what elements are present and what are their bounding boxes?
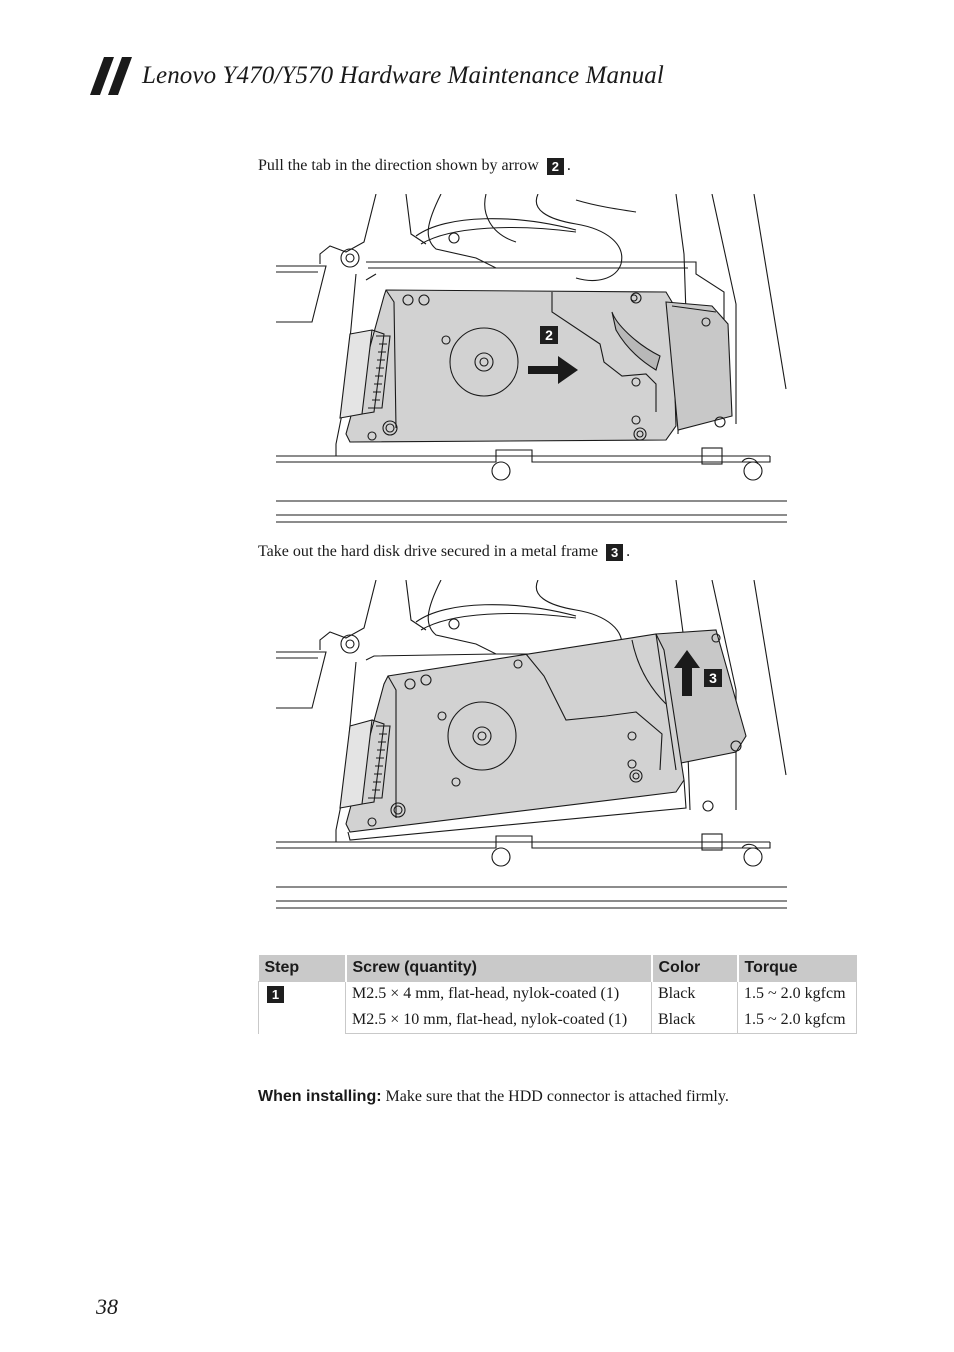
table-header-row: Step Screw (quantity) Color Torque: [258, 955, 857, 982]
screw-cell: M2.5 × 4 mm, flat-head, nylok-coated (1): [345, 981, 652, 1008]
step-badge: 2: [546, 157, 564, 175]
step-badge: 1: [267, 986, 284, 1003]
page-header: Lenovo Y470/Y570 Hardware Maintenance Ma…: [90, 56, 664, 96]
instruction-text: Take out the hard disk drive secured in …: [258, 543, 599, 560]
color-cell: Black: [651, 1008, 738, 1034]
note-label: When installing:: [258, 1088, 382, 1105]
hdd-removal-illustration: 3: [276, 580, 787, 909]
step-cell: 1: [258, 981, 346, 1034]
instruction-text: Pull the tab in the direction shown by a…: [258, 157, 539, 174]
figure-callout: 2: [545, 327, 553, 343]
column-header-screw: Screw (quantity): [344, 955, 652, 982]
figure-pull-tab: 2: [276, 194, 790, 526]
column-header-color: Color: [650, 955, 738, 982]
figure-remove-hdd: 3: [276, 580, 790, 912]
instruction-period: .: [626, 543, 631, 560]
page-number: 38: [96, 1294, 118, 1319]
instruction-step-3: Take out the hard disk drive secured in …: [258, 542, 630, 562]
column-header-step: Step: [258, 955, 346, 982]
column-header-torque: Torque: [736, 955, 857, 982]
hdd-pull-tab-illustration: 2: [276, 194, 787, 523]
table-row: M2.5 × 10 mm, flat-head, nylok-coated (1…: [259, 1008, 857, 1034]
screw-cell: M2.5 × 10 mm, flat-head, nylok-coated (1…: [345, 1008, 652, 1034]
instruction-step-2: Pull the tab in the direction shown by a…: [258, 156, 571, 176]
screw-table: Step Screw (quantity) Color Torque 1 M2.…: [258, 955, 857, 1034]
color-cell: Black: [651, 981, 738, 1008]
figure-callout: 3: [709, 670, 717, 686]
table-row: 1 M2.5 × 4 mm, flat-head, nylok-coated (…: [258, 981, 857, 1034]
double-slash-logo-icon: [90, 57, 132, 95]
manual-title: Lenovo Y470/Y570 Hardware Maintenance Ma…: [142, 62, 664, 89]
instruction-period: .: [566, 157, 571, 174]
installation-note: When installing: Make sure that the HDD …: [258, 1087, 729, 1107]
torque-cell: 1.5 ~ 2.0 kgfcm: [737, 981, 857, 1008]
step-badge: 3: [606, 543, 624, 561]
note-text: Make sure that the HDD connector is atta…: [385, 1088, 729, 1105]
torque-cell: 1.5 ~ 2.0 kgfcm: [737, 1008, 857, 1034]
